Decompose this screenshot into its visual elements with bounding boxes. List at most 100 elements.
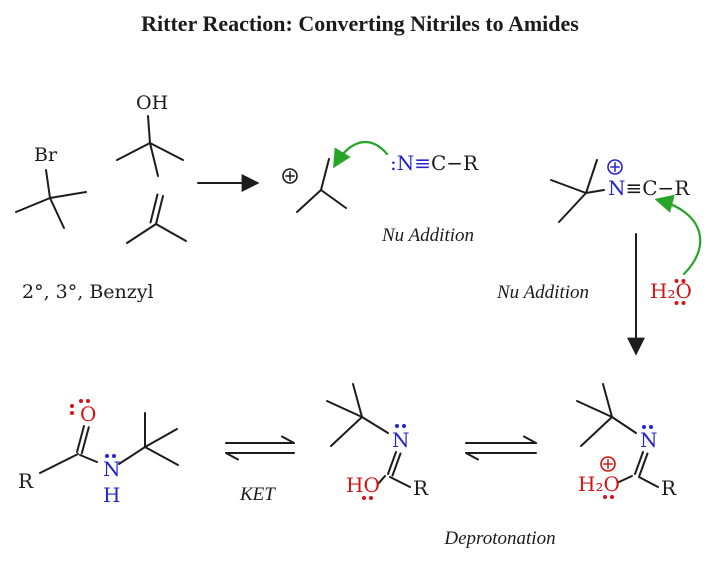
lone-pair-dot bbox=[79, 399, 83, 403]
bond bbox=[144, 428, 178, 448]
bond bbox=[155, 223, 187, 242]
lone-pair-dot bbox=[70, 411, 74, 415]
charge-circle bbox=[607, 159, 623, 175]
bond bbox=[39, 453, 79, 474]
bond bbox=[79, 454, 98, 463]
double-bond bbox=[638, 452, 649, 477]
double-bond bbox=[387, 451, 397, 475]
nu-addition-label-right: Nu Addition bbox=[496, 282, 589, 303]
bond bbox=[602, 383, 613, 418]
nu-attack-arrow-water bbox=[654, 194, 702, 276]
plus-charge-icon bbox=[607, 159, 623, 175]
bond bbox=[638, 476, 659, 488]
substrate-classes-label: 2°, 3°, Benzyl bbox=[22, 281, 154, 303]
bond bbox=[580, 416, 613, 447]
bond bbox=[126, 223, 157, 244]
harpoon-barb bbox=[281, 435, 295, 444]
bond bbox=[296, 189, 322, 213]
tbu-cation-structure bbox=[282, 158, 347, 213]
lone-pair-dot bbox=[362, 496, 366, 500]
bond bbox=[149, 142, 159, 177]
page-title: Ritter Reaction: Converting Nitriles to … bbox=[141, 11, 579, 36]
lone-pair-dot bbox=[603, 495, 607, 499]
bond bbox=[118, 446, 146, 465]
lone-pair-dot bbox=[649, 425, 653, 429]
charge-circle bbox=[600, 456, 616, 472]
lone-pair-dot bbox=[674, 279, 679, 283]
lone-pair-dot bbox=[681, 279, 686, 283]
lone-pair-dot bbox=[369, 496, 373, 500]
lone-pair-dot bbox=[70, 404, 74, 408]
amide-oxygen: O bbox=[80, 402, 96, 426]
lone-pair-dot bbox=[86, 399, 90, 403]
water-formula: H₂O bbox=[650, 279, 692, 303]
equilibrium-arrows-right bbox=[465, 435, 537, 461]
plus-charge-icon bbox=[600, 456, 616, 472]
nu-attack-arrow-nitrile bbox=[333, 141, 389, 169]
bromide-label: Br bbox=[34, 144, 58, 166]
r-group-label: R bbox=[18, 469, 34, 493]
bond bbox=[618, 475, 633, 483]
bond bbox=[45, 169, 51, 199]
bond bbox=[320, 189, 347, 209]
bond bbox=[585, 189, 605, 194]
protonated-water-formula: H₂O bbox=[578, 472, 620, 496]
bond bbox=[144, 446, 179, 466]
bond bbox=[576, 400, 613, 418]
nitrile-formula: :N≡C−R bbox=[390, 151, 479, 175]
bond bbox=[149, 142, 184, 161]
bond bbox=[49, 191, 87, 199]
bond bbox=[611, 416, 637, 434]
deprotonation-label: Deprotonation bbox=[443, 528, 555, 549]
bond bbox=[389, 476, 411, 488]
double-bond bbox=[634, 451, 644, 475]
nitrile-carbon-r: C−R bbox=[431, 151, 479, 175]
amide-nh-hydrogen: H bbox=[103, 483, 120, 507]
protonated-amide-nitrogen: N bbox=[640, 428, 658, 452]
lone-pair-dot bbox=[112, 454, 116, 458]
imidic-hydroxyl: HO bbox=[346, 473, 380, 497]
harpoon-barb bbox=[225, 452, 239, 461]
nitrile-nitrogen: :N≡ bbox=[390, 151, 431, 175]
bond bbox=[147, 115, 151, 144]
lone-pair-dot bbox=[395, 424, 399, 428]
double-bond bbox=[155, 195, 164, 225]
lone-pair-dot bbox=[674, 301, 679, 305]
bond bbox=[352, 383, 363, 418]
bond bbox=[15, 197, 51, 213]
bond bbox=[326, 400, 363, 418]
protonated-amide-structure: N H₂O R bbox=[576, 383, 677, 500]
lone-pair-dot bbox=[642, 425, 646, 429]
amide-structure: O R N H bbox=[18, 399, 179, 507]
nitrilium-structure: N≡C−R bbox=[550, 159, 690, 223]
bond bbox=[377, 475, 386, 485]
nitrilium-formula: N≡C−R bbox=[608, 176, 690, 200]
ket-label: KET bbox=[239, 484, 276, 505]
equilibrium-arrows-left bbox=[225, 435, 295, 461]
bond bbox=[49, 197, 65, 229]
tbu-alcohol-structure: OH bbox=[116, 92, 184, 177]
nitrilium-nitrogen: N bbox=[608, 176, 626, 200]
nitrilium-carbon-r: ≡C−R bbox=[626, 176, 691, 200]
double-bond bbox=[80, 426, 90, 455]
bond bbox=[558, 192, 587, 223]
lone-pair-dot bbox=[681, 301, 686, 305]
lone-pair-dot bbox=[610, 495, 614, 499]
water-nucleophile: H₂O bbox=[650, 279, 692, 305]
imidic-acid-structure: N HO R bbox=[326, 383, 429, 500]
double-bond bbox=[76, 425, 85, 453]
r-group-label: R bbox=[413, 476, 429, 500]
tbu-bromide-structure: Br bbox=[15, 144, 87, 229]
r-group-label: R bbox=[661, 476, 677, 500]
amide-nitrogen: N bbox=[103, 457, 121, 481]
bond bbox=[116, 142, 151, 161]
lone-pair-dot bbox=[402, 424, 406, 428]
double-bond bbox=[391, 452, 402, 477]
harpoon-barb bbox=[523, 435, 537, 444]
nu-addition-label-top: Nu Addition bbox=[381, 225, 474, 246]
bond bbox=[330, 416, 363, 447]
imidic-nitrogen: N bbox=[392, 428, 410, 452]
double-bond bbox=[149, 193, 159, 224]
